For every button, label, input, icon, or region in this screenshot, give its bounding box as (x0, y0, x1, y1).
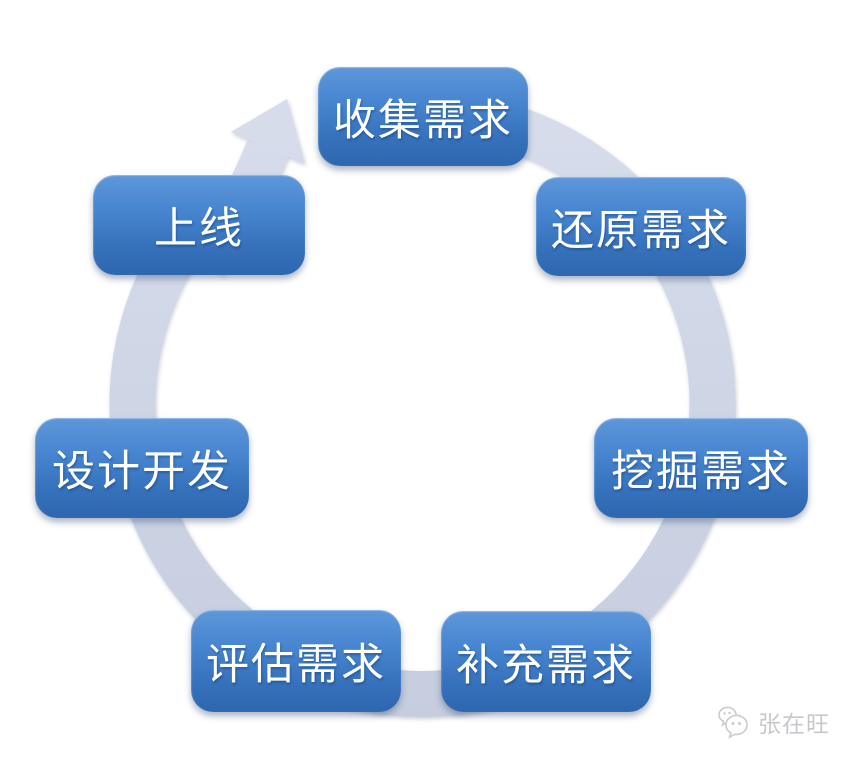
wechat-icon (718, 706, 748, 739)
step-label: 还原需求 (551, 206, 731, 255)
step-label: 上线 (154, 205, 244, 253)
step-node-supplement: 补充需求 (441, 611, 651, 712)
step-node-evaluate: 评估需求 (191, 610, 401, 712)
step-label: 挖掘需求 (611, 448, 791, 496)
step-node-restore: 还原需求 (536, 177, 746, 276)
cycle-arrow-head-icon (231, 99, 305, 164)
step-node-launch: 上线 (93, 175, 305, 275)
step-label: 设计开发 (52, 448, 232, 496)
step-node-design-dev: 设计开发 (35, 418, 249, 518)
step-label: 收集需求 (333, 96, 513, 145)
step-node-mine: 挖掘需求 (594, 418, 808, 518)
step-label: 补充需求 (456, 641, 636, 690)
step-label: 评估需求 (206, 641, 386, 689)
watermark: 张在旺 (714, 700, 830, 744)
watermark-text: 张在旺 (758, 711, 830, 737)
step-node-collect: 收集需求 (318, 67, 528, 166)
